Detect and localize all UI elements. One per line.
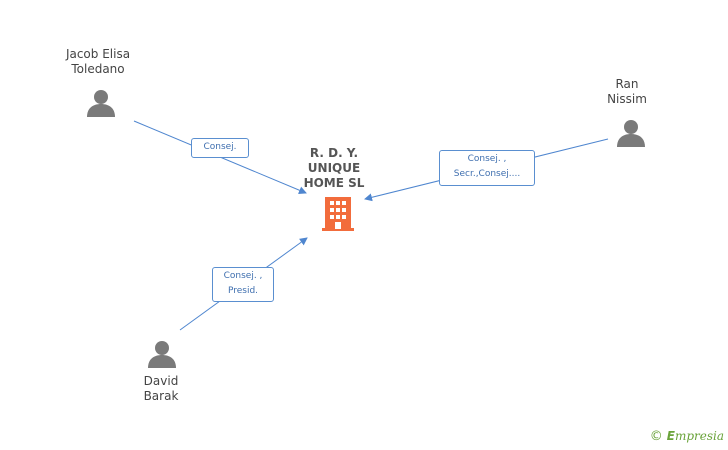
brand-logo-text: mpresia [674, 429, 724, 443]
person-name: Jacob Elisa Toledano [65, 47, 131, 76]
relation-label[interactable]: Consej. , Presid. [212, 267, 274, 302]
company-name[interactable]: R. D. Y. UNIQUE HOME SL [303, 146, 365, 190]
person-node-jacob[interactable]: Jacob Elisa Toledano [48, 47, 148, 77]
footer-brand: ©Empresia [650, 429, 724, 444]
person-node-ran[interactable]: Ran Nissim [592, 77, 662, 107]
person-node-david[interactable]: David Barak [126, 374, 196, 404]
person-name: David Barak [143, 374, 179, 403]
building-icon[interactable] [321, 196, 355, 232]
person-name: Ran Nissim [607, 77, 647, 106]
copyright-icon: © [649, 429, 663, 444]
brand-logo-e: E [666, 429, 675, 443]
relation-label[interactable]: Consej. [191, 138, 249, 158]
person-icon[interactable] [616, 118, 646, 148]
person-icon[interactable] [86, 88, 116, 118]
relation-label[interactable]: Consej. , Secr.,Consej.... [439, 150, 535, 186]
person-icon[interactable] [147, 339, 177, 369]
